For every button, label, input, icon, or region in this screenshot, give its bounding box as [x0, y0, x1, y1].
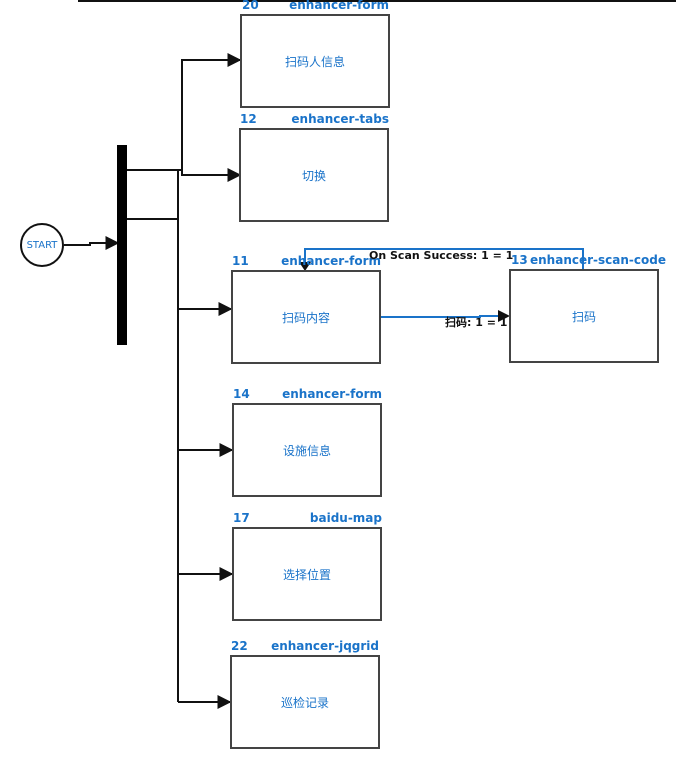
edge-13-to-11-arrowhead [299, 262, 311, 271]
node-22-type: enhancer-jqgrid [271, 639, 379, 653]
edge-label-on-scan-success: On Scan Success: 1 = 1 [369, 249, 514, 262]
node-12-id: 12 [240, 112, 257, 126]
node-14-label: 设施信息 [282, 443, 331, 458]
fork-bar[interactable] [117, 145, 127, 345]
node-14-id: 14 [233, 387, 250, 401]
node-17-id: 17 [233, 511, 250, 525]
node-13-type: enhancer-scan-code [530, 253, 666, 267]
node-13-box[interactable]: 扫码 [509, 269, 659, 363]
node-12-type: enhancer-tabs [291, 112, 389, 126]
node-17-type: baidu-map [309, 511, 382, 525]
node-20-id: 20 [242, 0, 259, 12]
node-14-type: enhancer-form [282, 387, 382, 401]
start-node[interactable]: START [20, 223, 64, 267]
node-14-box[interactable]: 设施信息 [232, 403, 382, 497]
node-20-box[interactable]: 扫码人信息 [240, 14, 390, 108]
edge-fork-to-12 [181, 168, 242, 182]
node-13-label: 扫码 [571, 309, 596, 324]
node-17-label: 选择位置 [282, 567, 331, 582]
start-to-fork-connector [64, 236, 120, 250]
start-label: START [26, 239, 58, 251]
node-22-id: 22 [231, 639, 248, 653]
edge-13-to-11[interactable] [304, 248, 584, 270]
node-11-type: enhancer-form [281, 254, 381, 268]
node-17-box[interactable]: 选择位置 [232, 527, 382, 621]
node-12-box[interactable]: 切换 [239, 128, 389, 222]
node-22-label: 巡检记录 [280, 695, 329, 710]
node-22-box[interactable]: 巡检记录 [230, 655, 380, 749]
node-13-id: 13 [511, 253, 528, 267]
node-12-label: 切换 [301, 168, 326, 183]
node-11-label: 扫码内容 [281, 310, 330, 325]
node-20-label: 扫码人信息 [284, 54, 345, 69]
edge-fork-to-20 [127, 53, 242, 171]
node-11-id: 11 [232, 254, 249, 268]
edge-11-to-13-arrowhead [498, 310, 510, 322]
node-20-type: enhancer-form [289, 0, 389, 12]
edge-11-to-13[interactable] [381, 315, 503, 318]
node-11-box[interactable]: 扫码内容 [231, 270, 381, 364]
edge-label-scan: 扫码: 1 = 1 [445, 316, 508, 329]
lower-trunk-connector [127, 218, 179, 702]
